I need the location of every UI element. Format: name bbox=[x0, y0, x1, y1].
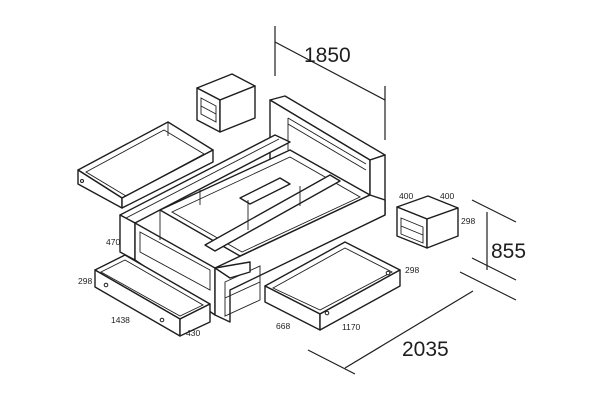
label-headboard-side-height: 470 bbox=[106, 237, 120, 247]
dimension-bed-length: 2035 bbox=[307, 271, 517, 375]
label-bed-length: 2035 bbox=[402, 338, 449, 361]
label-drawer-right-height: 298 bbox=[405, 265, 419, 275]
drawer-knob-icon bbox=[159, 317, 165, 323]
nightstand-top bbox=[196, 73, 256, 133]
label-drawer-left-height: 298 bbox=[78, 276, 92, 286]
drawer-front-left bbox=[94, 254, 211, 337]
label-nightstand-side: 298 bbox=[461, 216, 475, 226]
label-drawer-right-depth: 668 bbox=[276, 321, 290, 331]
dimension-bed-width: 1850 bbox=[274, 26, 386, 140]
drawer-top-left bbox=[77, 121, 214, 209]
dimension-height: 855 bbox=[471, 199, 526, 281]
label-drawer-left-length: 1438 bbox=[111, 315, 130, 325]
label-nightstand-depth: 400 bbox=[440, 191, 454, 201]
label-bed-width: 1850 bbox=[304, 44, 351, 67]
label-drawer-left-depth: 430 bbox=[186, 328, 200, 338]
bed-frame bbox=[119, 134, 386, 323]
drawer-knob-icon bbox=[385, 270, 391, 276]
label-drawer-right-length: 1170 bbox=[342, 322, 361, 332]
drawer-front-right bbox=[264, 241, 401, 331]
label-nightstand-width: 400 bbox=[399, 191, 413, 201]
drawer-knob-icon bbox=[324, 310, 330, 316]
nightstand-right: 400 400 298 bbox=[396, 191, 475, 249]
drawer-knob-icon bbox=[103, 282, 109, 288]
label-height: 855 bbox=[491, 240, 526, 263]
